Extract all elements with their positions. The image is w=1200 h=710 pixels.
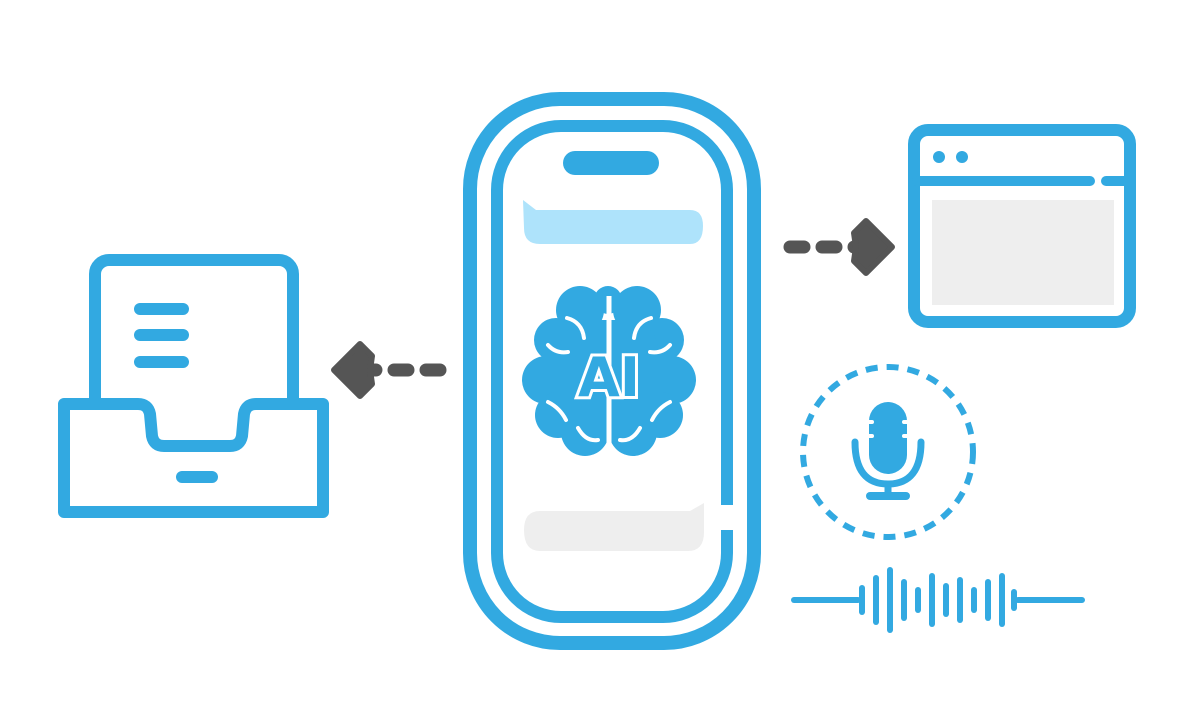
phone-outer-frame	[463, 92, 761, 650]
document-tray-icon	[58, 254, 329, 518]
chat-bubble-incoming	[523, 200, 703, 244]
browser-window-icon	[908, 124, 1136, 328]
tray	[58, 398, 329, 518]
mic-dashed-ring	[800, 364, 976, 540]
arrow-left	[331, 341, 447, 399]
ai-label: AI	[578, 346, 640, 409]
smartphone: AI	[463, 92, 761, 650]
brain-icon	[522, 286, 696, 456]
chat-bubble-outgoing	[524, 503, 704, 551]
arrow-right	[783, 218, 895, 276]
browser-content-area	[932, 200, 1114, 305]
phone-speaker	[563, 151, 659, 175]
sound-wave-icon	[791, 567, 1085, 633]
window-dot-2	[956, 151, 968, 163]
phone-screen	[491, 120, 733, 623]
microphone-icon	[800, 364, 976, 540]
window-dot-1	[933, 151, 945, 163]
